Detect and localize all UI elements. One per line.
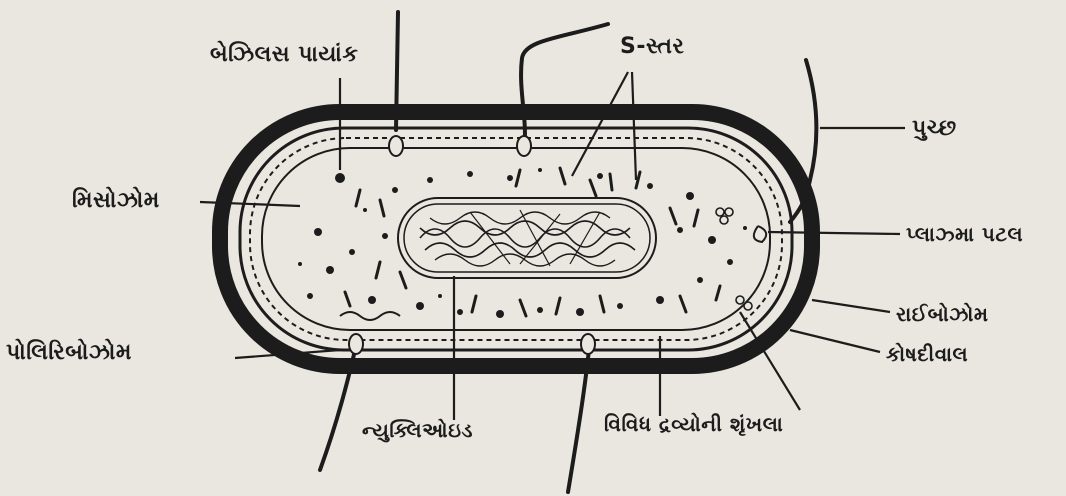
capsule-outer xyxy=(220,112,812,366)
plasma-membrane-ring xyxy=(250,138,782,340)
label-mesosome: મિસોઝોમ xyxy=(72,188,160,213)
cytoplasm-rods xyxy=(345,168,720,316)
label-nucleoid: ન્યુક્લિઓઇડ xyxy=(362,418,473,442)
label-polyribosome: પોલિરિબોઝોમ xyxy=(6,340,132,365)
label-s-layer: S-સ્તર xyxy=(620,34,684,59)
label-ribosome: રાઈબોઝોમ xyxy=(896,302,988,326)
nucleoid xyxy=(398,198,656,278)
ribosome-cluster xyxy=(716,208,752,310)
label-plasma-membrane: પ્લાઝ્મા પટલ xyxy=(906,222,1023,246)
label-flagellum-base: બેઝિલસ પાયાંક xyxy=(210,42,358,67)
label-inclusion-bodies: વિવિધ દ્રવ્યોની શૃંખલા xyxy=(604,412,783,436)
polyribosome-chain xyxy=(340,312,400,320)
label-fimbria: પુચ્છ xyxy=(912,116,957,141)
mesosome-fold xyxy=(754,226,766,242)
label-cell-wall: કોષદીવાલ xyxy=(886,342,968,366)
